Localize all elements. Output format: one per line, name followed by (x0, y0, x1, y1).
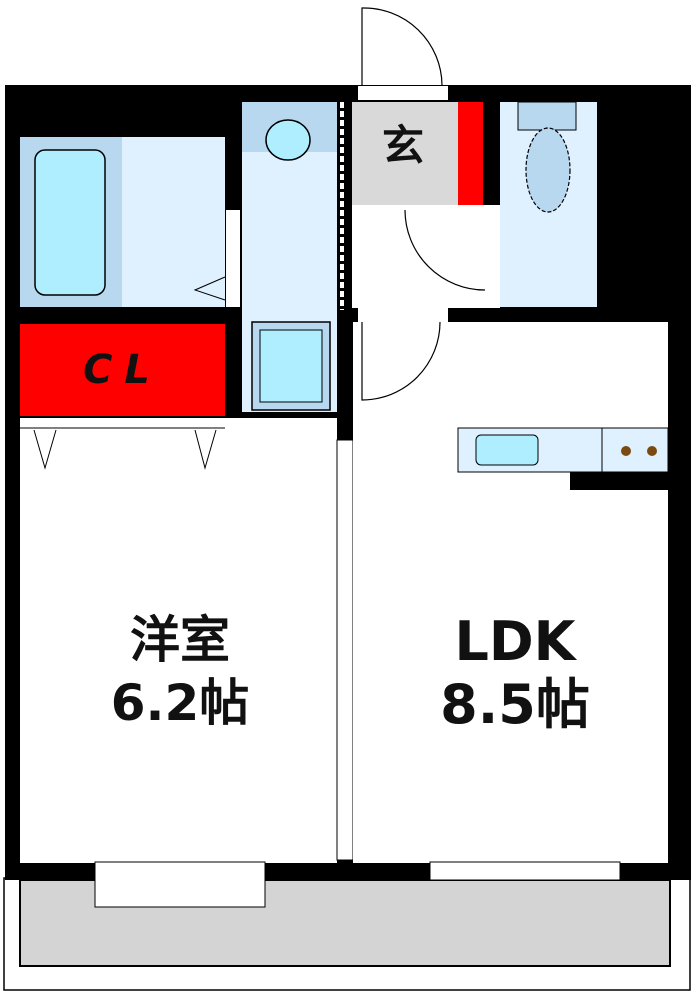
toilet-icon (525, 127, 571, 213)
closet-label: CL (83, 347, 162, 393)
hallway (352, 205, 500, 322)
western-room-name: 洋室 (130, 611, 230, 669)
entrance-door (361, 7, 443, 86)
western-room-size: 6.2帖 (110, 674, 250, 732)
western-room-window (94, 861, 266, 908)
toilet-room (500, 101, 597, 307)
ldk-window (429, 861, 621, 881)
bathroom (20, 137, 240, 307)
kitchen-sink (475, 434, 539, 466)
entrance-label: 玄 (381, 121, 424, 170)
shoe-cabinet (458, 102, 483, 205)
ldk-door (361, 321, 441, 401)
stove-burner (621, 446, 631, 456)
ldk-name: LDK (454, 610, 576, 673)
bathtub (34, 149, 106, 296)
entrance (352, 5, 483, 205)
washroom (242, 102, 344, 412)
closet (20, 324, 225, 416)
stove-burner (647, 446, 657, 456)
sliding-door (336, 439, 354, 861)
bathroom-door (193, 276, 226, 301)
ldk-room (353, 321, 669, 881)
western-room (20, 418, 354, 908)
ldk-size: 8.5帖 (440, 673, 590, 736)
wash-basin (265, 119, 311, 161)
